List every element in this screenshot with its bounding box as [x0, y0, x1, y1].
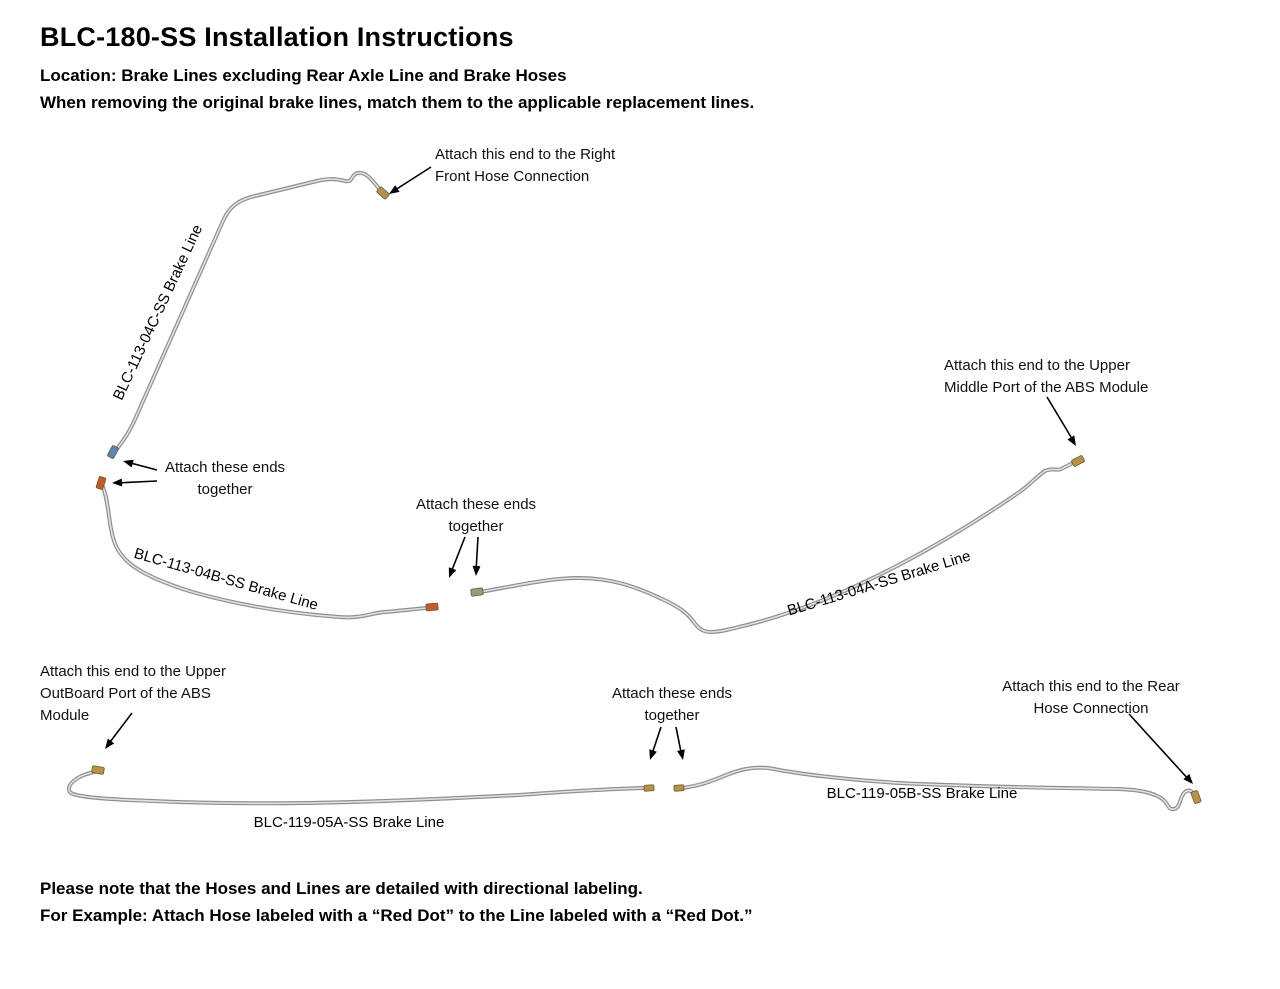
label-blc-119-05b: BLC-119-05B-SS Brake Line: [826, 785, 1018, 802]
arrow-ends-together-left-upper-head: [123, 459, 134, 468]
arrow-ends-together-middle-right: [472, 536, 481, 576]
fitting-119-05b-end: [1190, 790, 1202, 804]
fitting-113-04a-start-body: [470, 587, 484, 597]
label-blc-119-05a: BLC-119-05A-SS Brake Line: [253, 814, 445, 831]
brake-line-113-04b-highlight: [102, 486, 428, 619]
fitting-119-05b-start-body: [673, 784, 685, 792]
brake-line-113-04c-highlight: [115, 172, 383, 451]
arrow-ends-together-left-lower-line: [115, 480, 158, 484]
location-subtitle: Location: Brake Lines excluding Rear Axl…: [40, 66, 567, 85]
arrow-rear-hose: [1128, 713, 1193, 784]
footer-red-dot-example: For Example: Attach Hose labeled with a …: [40, 906, 753, 925]
annotation-rear-hose: Attach this end to the Rear Hose Connect…: [1002, 678, 1180, 717]
fitting-113-04b-start-body: [95, 476, 107, 490]
arrow-ends-together-left-upper: [123, 459, 158, 471]
annotation-ends-together-left: Attach these ends together: [164, 459, 286, 498]
arrow-ends-together-bottom-left-head: [649, 749, 657, 760]
arrow-ends-together-middle-left-head: [448, 567, 457, 578]
fitting-113-04a-end: [1071, 455, 1085, 467]
fitting-119-05b-start: [673, 784, 685, 792]
arrow-ends-together-bottom-right: [675, 726, 685, 760]
arrow-abs-upper-middle-line: [1046, 396, 1075, 443]
arrow-rear-hose-head: [1183, 773, 1193, 784]
arrow-abs-outboard-line: [106, 712, 133, 747]
brake-line-113-04c: [114, 170, 384, 452]
annotation-ends-together-bottom: Attach these ends together: [611, 685, 733, 724]
arrow-abs-outboard-head: [105, 738, 115, 749]
arrow-ends-together-middle-right-head: [472, 565, 481, 576]
arrow-right-front-hose: [389, 166, 432, 194]
removal-instruction-subtitle: When removing the original brake lines, …: [40, 93, 755, 112]
brake-line-113-04a: [478, 462, 1073, 634]
page-title: BLC-180-SS Installation Instructions: [40, 22, 514, 52]
annotation-right-front-hose: Attach this end to the Right Front Hose …: [435, 146, 616, 185]
fitting-113-04b-start: [95, 476, 107, 490]
fitting-119-05a-start-body: [91, 765, 105, 775]
arrow-abs-outboard: [105, 712, 133, 749]
fitting-119-05b-end-body: [1190, 790, 1202, 804]
fitting-113-04c-top-body: [376, 186, 390, 200]
footer-directional-labeling-note: Please note that the Hoses and Lines are…: [40, 879, 643, 898]
arrow-ends-together-left-lower: [112, 478, 158, 487]
annotation-abs-upper-middle: Attach this end to the Upper Middle Port…: [944, 357, 1149, 396]
arrow-ends-together-middle-left: [448, 536, 466, 578]
fitting-113-04c-top: [376, 186, 390, 200]
brake-line-113-04b: [101, 485, 429, 620]
fitting-113-04b-end: [425, 602, 439, 612]
fitting-113-04a-start: [470, 587, 484, 597]
fitting-113-04b-end-body: [425, 602, 439, 612]
annotation-ends-together-middle: Attach these ends together: [415, 496, 537, 535]
brake-line-119-05a-highlight: [68, 770, 645, 805]
fitting-119-05a-start: [91, 765, 105, 775]
fitting-113-04a-end-body: [1071, 455, 1085, 467]
arrow-right-front-hose-line: [391, 166, 432, 193]
arrow-ends-together-bottom-right-head: [677, 749, 685, 760]
arrow-rear-hose-line: [1128, 713, 1191, 782]
brake-line-113-04a-path: [478, 462, 1073, 634]
arrow-ends-together-bottom-left: [649, 726, 662, 760]
brake-line-119-05b: [679, 765, 1196, 812]
brake-line-119-05a: [66, 769, 646, 806]
fitting-119-05a-end: [643, 784, 655, 792]
fitting-113-04c-bottom-body: [107, 445, 119, 459]
arrow-ends-together-left-lower-head: [112, 478, 123, 487]
brake-line-119-05b-highlight: [680, 766, 1195, 810]
annotation-abs-upper-outboard: Attach this end to the Upper OutBoard Po…: [40, 663, 226, 724]
arrow-abs-upper-middle: [1046, 396, 1076, 446]
fitting-113-04c-bottom: [107, 445, 119, 459]
brake-line-113-04a-highlight: [479, 463, 1072, 633]
brake-line-119-05a-path: [66, 769, 646, 806]
arrow-right-front-hose-head: [389, 185, 400, 194]
arrow-abs-upper-middle-head: [1067, 435, 1076, 446]
fitting-119-05a-end-body: [643, 784, 655, 792]
